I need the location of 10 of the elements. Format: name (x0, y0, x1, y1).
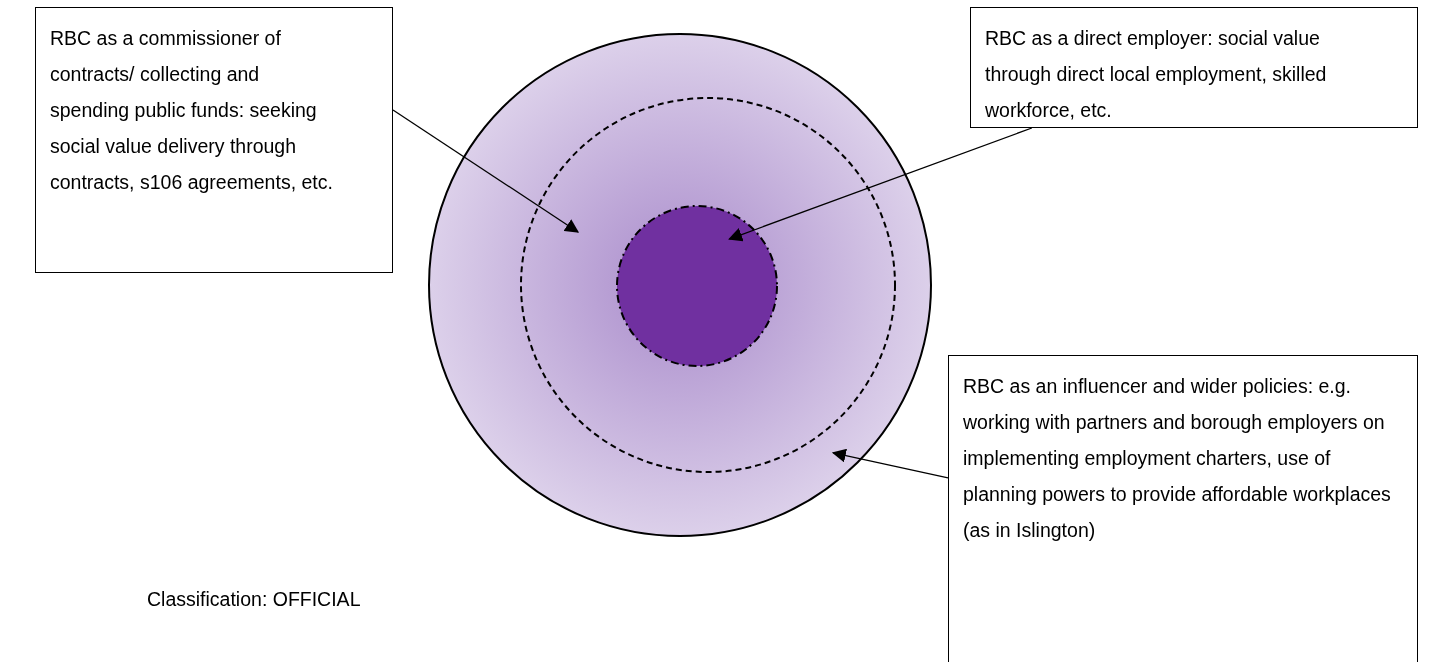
callout-text-box: RBC as an influencer and wider policies: e.g. working with partners and borough employers on implementing employment charters, use of planning powers to provide affordable workplaces (as in Islington) (948, 355, 1418, 662)
callout-text-box: RBC as a direct employer: social value through direct local employment, skilled workforce, etc. (970, 7, 1418, 128)
callout-text-box: RBC as a commissioner of contracts/ collecting and spending public funds: seeking social value delivery through contracts, s106 agreements, etc. (35, 7, 393, 273)
leader-arrow (728, 127, 1033, 242)
classification-note: Classification: OFFICIAL (147, 588, 361, 611)
inner-circle (616, 205, 778, 367)
outer-circle (428, 33, 932, 537)
leader-arrow (392, 109, 580, 233)
dashed-ring (520, 97, 896, 473)
leader-arrow (831, 448, 949, 479)
